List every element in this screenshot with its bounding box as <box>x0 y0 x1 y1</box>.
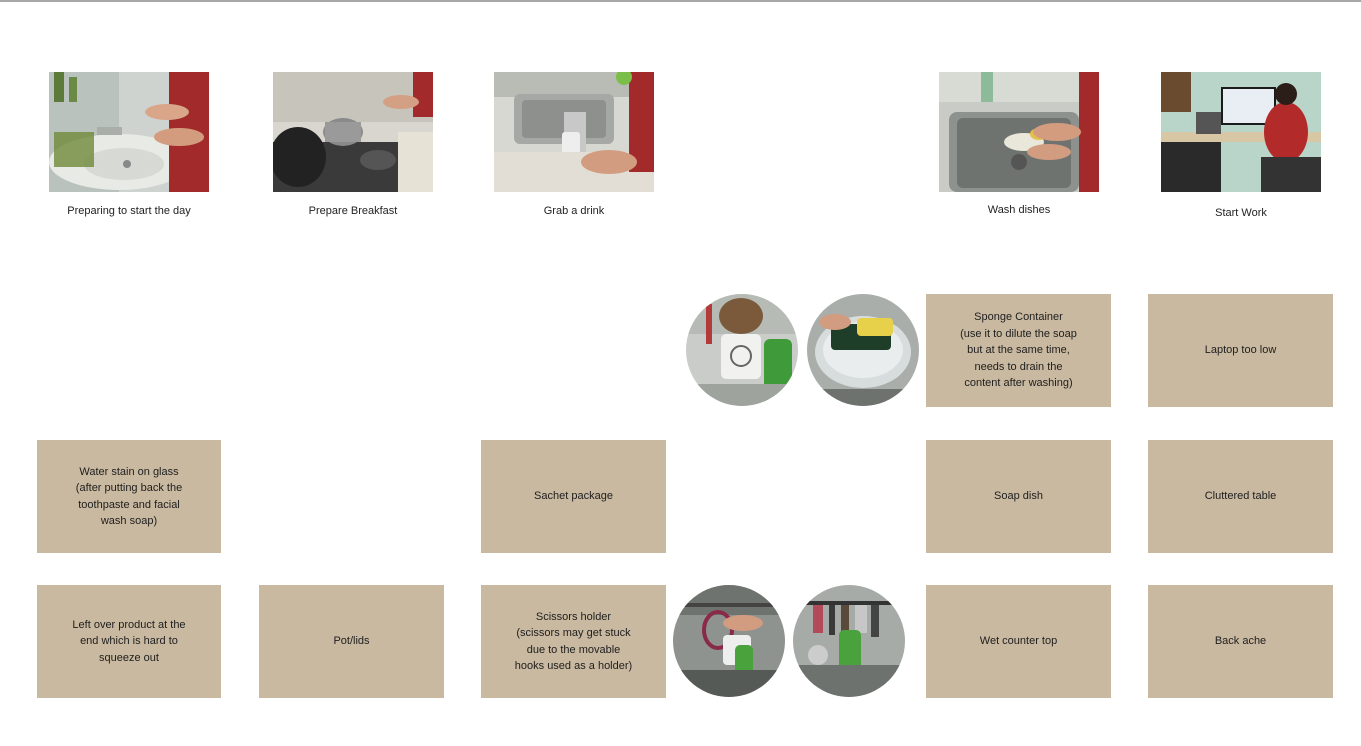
photo-sponge-bowl <box>807 294 919 406</box>
note-wet-counter: Wet counter top <box>926 585 1111 698</box>
step-caption: Grab a drink <box>543 205 605 217</box>
note-sponge-container: Sponge Container (use it to dilute the s… <box>926 294 1111 407</box>
step-caption: Prepare Breakfast <box>308 205 398 217</box>
photo-bathroom-sink <box>49 72 209 192</box>
step-caption: Preparing to start the day <box>67 205 191 217</box>
top-border <box>0 0 1361 2</box>
step-caption: Wash dishes <box>987 204 1051 216</box>
note-water-stain: Water stain on glass (after putting back… <box>37 440 221 553</box>
photo-desk-computer <box>1161 72 1321 192</box>
note-back-ache: Back ache <box>1148 585 1333 698</box>
note-scissors-holder: Scissors holder (scissors may get stuck … <box>481 585 666 698</box>
photo-kitchen-faucet <box>494 72 654 192</box>
note-soap-dish: Soap dish <box>926 440 1111 553</box>
step-caption: Start Work <box>1215 207 1267 219</box>
photo-washing-dishes <box>939 72 1099 192</box>
note-leftover-product: Left over product at the end which is ha… <box>37 585 221 698</box>
note-sachet: Sachet package <box>481 440 666 553</box>
photo-stove-cooking <box>273 72 433 192</box>
note-laptop-low: Laptop too low <box>1148 294 1333 407</box>
photo-scissors-hook <box>673 585 785 697</box>
note-cluttered-table: Cluttered table <box>1148 440 1333 553</box>
photo-brush-holder <box>686 294 798 406</box>
note-pot-lids: Pot/lids <box>259 585 444 698</box>
photo-hanging-tools <box>793 585 905 697</box>
